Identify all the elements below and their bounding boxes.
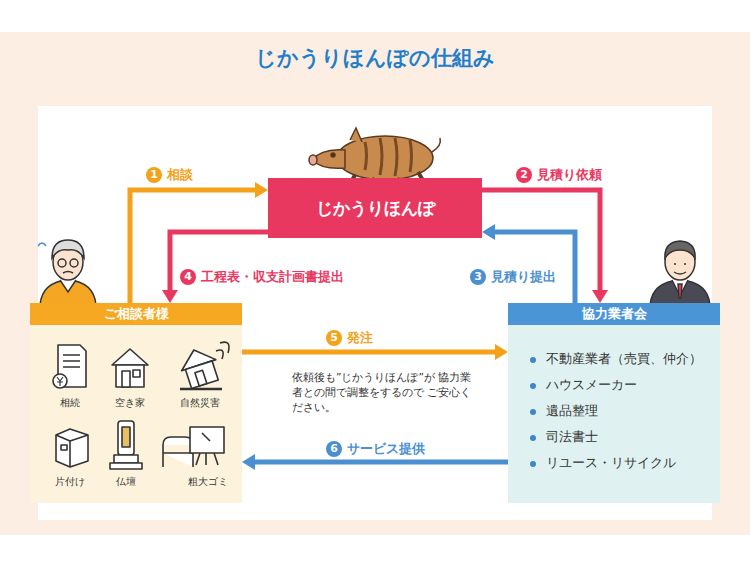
- arrowhead: [255, 182, 268, 198]
- arrow-label: 3 見積り提出: [470, 268, 556, 286]
- list-text: 不動産業者（売買、仲介）: [546, 351, 702, 368]
- bullet-dot: [530, 357, 536, 363]
- arrow-label: 1 相談: [146, 166, 193, 184]
- list-item: リユース・リサイクル: [530, 455, 720, 472]
- partner-figure: [650, 241, 710, 305]
- panel-header: ご相談者様: [30, 303, 242, 325]
- box-label: じかうりほんぽ: [316, 197, 435, 220]
- arrowhead: [482, 224, 495, 240]
- list-item: ハウスメーカー: [530, 377, 720, 394]
- flow-arrow: [242, 350, 497, 355]
- arrow-label: 5 発注: [326, 329, 373, 347]
- list-text: 遺品整理: [546, 403, 598, 420]
- bullet-dot: [530, 461, 536, 467]
- edge-label: 発注: [347, 329, 373, 347]
- arrow-label: 6 サービス提供: [326, 440, 425, 458]
- panel-box: 協力業者会不動産業者（売買、仲介） ハウスメーカー遺品整理司法書士リユース・リサイ…: [508, 303, 720, 503]
- callout-number: 5: [326, 330, 342, 346]
- flow-arrow: [482, 190, 600, 292]
- icon-caption: 片付け: [45, 475, 95, 489]
- arrowhead: [242, 454, 255, 470]
- edge-label: サービス提供: [347, 440, 425, 458]
- list-text: リユース・リサイクル: [546, 455, 676, 472]
- icon-caption: 仏壇: [101, 475, 151, 489]
- list-text: ハウスメーカー: [546, 377, 637, 394]
- diagram-title: じかうりほんぽの仕組み: [0, 44, 750, 72]
- callout-number: 4: [180, 269, 196, 285]
- callout-number: 3: [470, 269, 486, 285]
- flow-arrow: [493, 232, 575, 303]
- callout-number: 2: [516, 167, 532, 183]
- list-item: 遺品整理: [530, 403, 720, 420]
- edge-label: 見積り提出: [491, 268, 556, 286]
- flow-arrow: [130, 190, 257, 303]
- icon-caption: 空き家: [105, 396, 155, 410]
- arrow-label: 4 工程表・収支計画書提出: [180, 268, 344, 286]
- arrowhead: [592, 290, 608, 303]
- icon-caption: 相続: [45, 396, 95, 410]
- icon-caption: 自然災害: [175, 396, 225, 410]
- bullet-dot: [530, 409, 536, 415]
- edge-label: 相談: [167, 166, 193, 184]
- icon-caption: 粗大ゴミ: [183, 475, 233, 489]
- callout-number: 1: [146, 167, 162, 183]
- arrowhead: [162, 290, 178, 303]
- arrowhead: [495, 344, 508, 360]
- note-text: 依頼後も”じかうりほんぽ”が 協力業者との間で調整をするので ご安心ください。: [292, 370, 477, 415]
- arrow-label: 2 見積り依頼: [516, 166, 602, 184]
- callout-number: 6: [326, 441, 342, 457]
- list-text: 司法書士: [546, 429, 598, 446]
- spacer: [508, 325, 720, 351]
- panel-header: 協力業者会: [508, 303, 720, 325]
- list-item: 司法書士: [530, 429, 720, 446]
- bullet-dot: [530, 435, 536, 441]
- edge-label: 工程表・収支計画書提出: [201, 268, 344, 286]
- list-item: 不動産業者（売買、仲介）: [530, 351, 720, 368]
- flow-arrow: [253, 460, 508, 465]
- panel-box: ご相談者様相続空き家 自然災害片付け仏壇 粗大ゴミ: [30, 303, 242, 503]
- edge-label: 見積り依頼: [537, 166, 602, 184]
- customer-figure: [38, 240, 96, 305]
- process-box: じかうりほんぽ: [268, 178, 482, 238]
- bullet-dot: [530, 383, 536, 389]
